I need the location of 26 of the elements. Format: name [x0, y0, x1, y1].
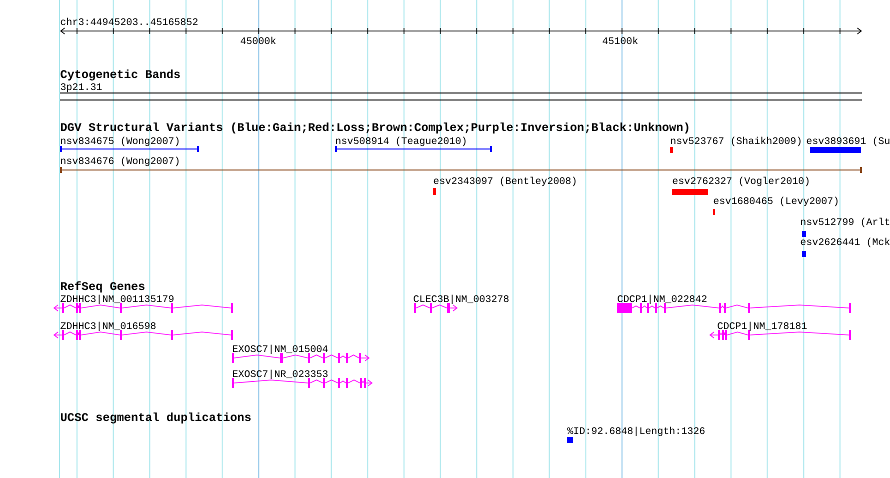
- scale-label: 45100k: [602, 36, 638, 44]
- gene-label: ZDHHC3|NM_016598: [60, 322, 156, 332]
- track-title: Cytogenetic Bands: [60, 69, 180, 80]
- gene-label: EXOSC7|NM_015004: [233, 344, 328, 354]
- variant-label: esv3893691 (Su: [806, 136, 890, 146]
- coordinate-label: chr3:44945203..45165852: [60, 18, 198, 26]
- variant-label: nsv508914 (Teague2010): [336, 136, 466, 146]
- variant-label: esv1680465 (Levy2007): [714, 196, 838, 206]
- variant-label: esv2626441 (Mck: [800, 238, 890, 248]
- gene-label: ZDHHC3|NM_001135179: [60, 294, 174, 304]
- variant-label: esv2762327 (Vogler2010): [672, 176, 809, 186]
- variant-label: nsv523767 (Shaikh2009): [671, 136, 801, 146]
- band-label: 3p21.31: [60, 83, 102, 92]
- gene-label: CDCP1|NM_178181: [718, 322, 807, 332]
- variant-label: nsv834675 (Wong2007): [61, 136, 179, 146]
- gene-label: CLEC3B|NM_003278: [414, 294, 509, 304]
- track-title: DGV Structural Variants (Blue:Gain;Red:Loss;Brown:Complex;Purple:Inversion;Black:Unknown): [61, 122, 688, 134]
- variant-label: nsv512799 (Arlt: [801, 218, 890, 228]
- track-title: UCSC segmental duplications: [60, 412, 251, 424]
- track-title: RefSeq Genes: [61, 281, 144, 292]
- gene-label: CDCP1|NM_022842: [618, 294, 706, 304]
- variant-label: nsv834676 (Wong2007): [61, 156, 179, 166]
- duplication-label: %ID:92.6848|Length:1326: [567, 426, 705, 436]
- scale-label: 45000k: [240, 36, 276, 44]
- gene-label: EXOSC7|NR_023353: [233, 370, 328, 380]
- variant-label: esv2343097 (Bentley2008): [434, 176, 576, 186]
